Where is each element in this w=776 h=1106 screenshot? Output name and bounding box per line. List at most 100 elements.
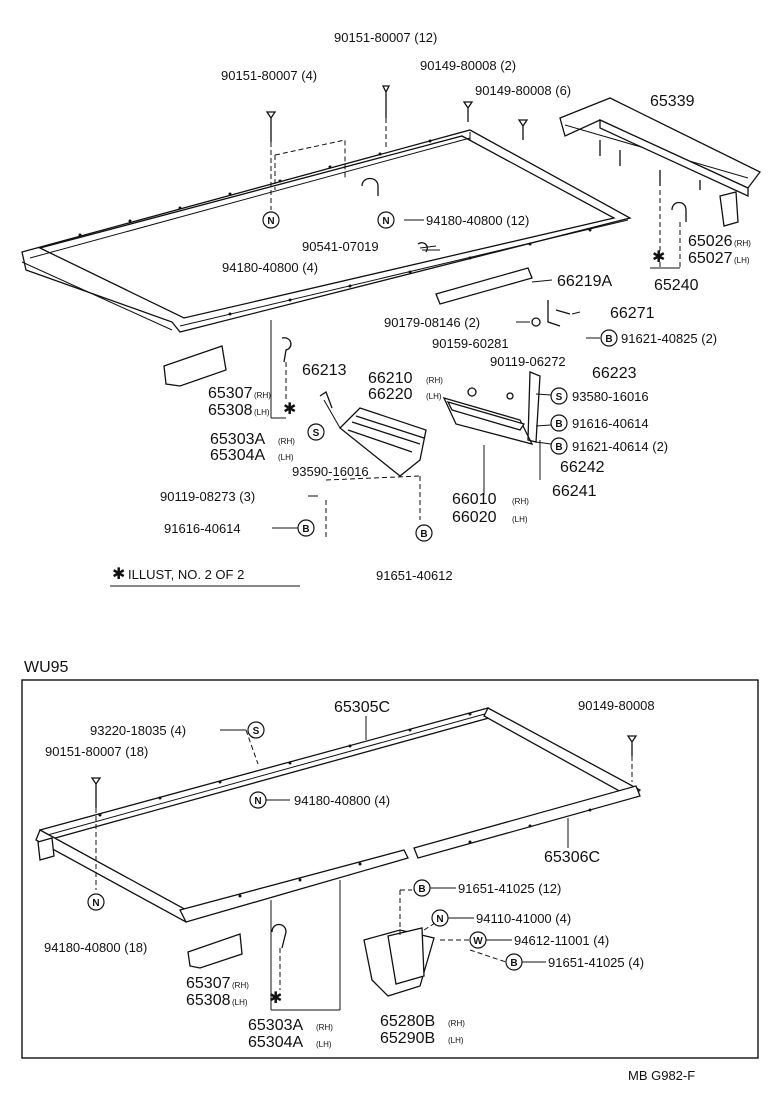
label-65304a: 65304A (248, 1034, 303, 1051)
clip-icon (417, 242, 428, 253)
symbol-w-label: W (473, 936, 483, 947)
label-91651-41025-12: 91651-41025 (12) (458, 881, 561, 896)
label-rh: (RH) (512, 497, 529, 506)
asterisk-icon: ✱ (283, 401, 296, 418)
label-65305c: 65305C (334, 699, 390, 716)
label-94180-40800-12: 94180-40800 (12) (426, 213, 529, 228)
label-90119-08273: 90119-08273 (3) (160, 489, 255, 504)
bolt-icon (517, 119, 529, 140)
diagram-code: MB G982-F (628, 1068, 695, 1083)
symbol-b-label: B (555, 419, 562, 430)
label-66271: 66271 (610, 305, 655, 322)
strap-65303a (281, 337, 292, 363)
label-65307: 65307 (186, 975, 231, 992)
symbol-n-label: N (254, 796, 261, 807)
label-65304a: 65304A (210, 447, 265, 464)
label-91621-40825: 91621-40825 (2) (621, 331, 717, 346)
label-65027: 65027 (688, 250, 733, 267)
label-rh: (RH) (316, 1023, 333, 1032)
label-66010: 66010 (452, 491, 497, 508)
rail-front-left (179, 849, 409, 923)
label-94110-41000: 94110-41000 (4) (476, 911, 571, 926)
bolt-icon (265, 111, 277, 142)
asterisk-icon: ✱ (112, 566, 125, 583)
symbol-b (413, 879, 431, 897)
symbol-s-label: S (253, 726, 260, 737)
symbol-b-label: B (420, 529, 427, 540)
label-rh: (RH) (232, 981, 249, 990)
label-65290b: 65290B (380, 1030, 435, 1047)
label-65339: 65339 (650, 93, 695, 110)
symbol-n-label: N (382, 216, 389, 227)
label-90151-80007-12: 90151-80007 (12) (334, 30, 437, 45)
label-rh: (RH) (448, 1019, 465, 1028)
label-66220: 66220 (368, 386, 413, 403)
bottom-leaders (220, 716, 569, 963)
label-lh: (LH) (448, 1036, 464, 1045)
asterisk-icon: ✱ (269, 990, 282, 1007)
label-90179-08146: 90179-08146 (2) (384, 315, 480, 330)
label-94612-11001: 94612-11001 (4) (514, 933, 609, 948)
symbol-n (431, 909, 449, 927)
label-66241: 66241 (552, 483, 597, 500)
label-91651-41025-4: 91651-41025 (4) (548, 955, 644, 970)
symbol-b-label: B (418, 884, 425, 895)
bracket-65307 (163, 345, 227, 387)
symbol-b (297, 519, 315, 537)
symbol-s-label: S (556, 392, 563, 403)
label-66219a: 66219A (557, 273, 612, 290)
label-91616-40614-left: 91616-40614 (164, 521, 241, 536)
top-right-parts (442, 300, 571, 495)
label-90119-06272: 90119-06272 (490, 354, 566, 369)
clip-icon (361, 177, 379, 196)
top-frame-opening (38, 135, 616, 319)
label-rh: (RH) (278, 437, 295, 446)
label-94180-40800-4: 94180-40800 (4) (294, 793, 390, 808)
label-93220-18035: 93220-18035 (4) (90, 723, 186, 738)
top-bolts (265, 85, 529, 253)
symbol-n (249, 791, 267, 809)
label-lh: (LH) (316, 1040, 332, 1049)
label-65308: 65308 (208, 402, 253, 419)
symbol-b (550, 414, 568, 432)
symbol-n-label: N (267, 216, 274, 227)
rail-65306c (413, 785, 641, 859)
symbol-n-label: N (92, 898, 99, 909)
label-66242: 66242 (560, 459, 605, 476)
label-91616-40614-right: 91616-40614 (572, 416, 649, 431)
wu95-box (21, 679, 759, 1059)
top-frame-assembly (21, 129, 632, 333)
symbol-n (87, 893, 105, 911)
symbol-b-label: B (302, 524, 309, 535)
symbol-n-label: N (436, 914, 443, 925)
label-rh: (RH) (734, 239, 751, 248)
label-65303a: 65303A (248, 1017, 303, 1034)
symbol-n (377, 211, 395, 229)
label-lh: (LH) (232, 998, 248, 1007)
label-93580-16016: 93580-16016 (572, 389, 649, 404)
label-66223: 66223 (592, 365, 637, 382)
label-65307: 65307 (208, 385, 253, 402)
top-symbols: N N S B B B S B B ✱ ✱ (262, 211, 665, 542)
label-90151-80007-18: 90151-80007 (18) (45, 744, 148, 759)
label-66020: 66020 (452, 509, 497, 526)
bottom-symbols: S N N B N W B ✱ (87, 721, 523, 1007)
section-title-wu95: WU95 (24, 659, 69, 676)
symbol-b-label: B (510, 958, 517, 969)
label-rh: (RH) (426, 376, 443, 385)
symbol-b (600, 329, 618, 347)
symbol-b (415, 524, 433, 542)
label-lh: (LH) (512, 515, 528, 524)
symbol-b (505, 953, 523, 971)
label-94180-40800-18: 94180-40800 (18) (44, 940, 147, 955)
bracket-66219a (435, 267, 533, 305)
label-rh: (RH) (254, 391, 271, 400)
symbol-s (307, 423, 325, 441)
bolt-icon (462, 101, 474, 122)
top-labels: 90151-80007 (12) 90151-80007 (4) 90149-8… (110, 30, 751, 587)
label-lh: (LH) (254, 408, 270, 417)
label-lh: (LH) (734, 256, 750, 265)
bottom-frame-assembly (35, 707, 642, 1011)
top-rail-holes (78, 139, 592, 316)
